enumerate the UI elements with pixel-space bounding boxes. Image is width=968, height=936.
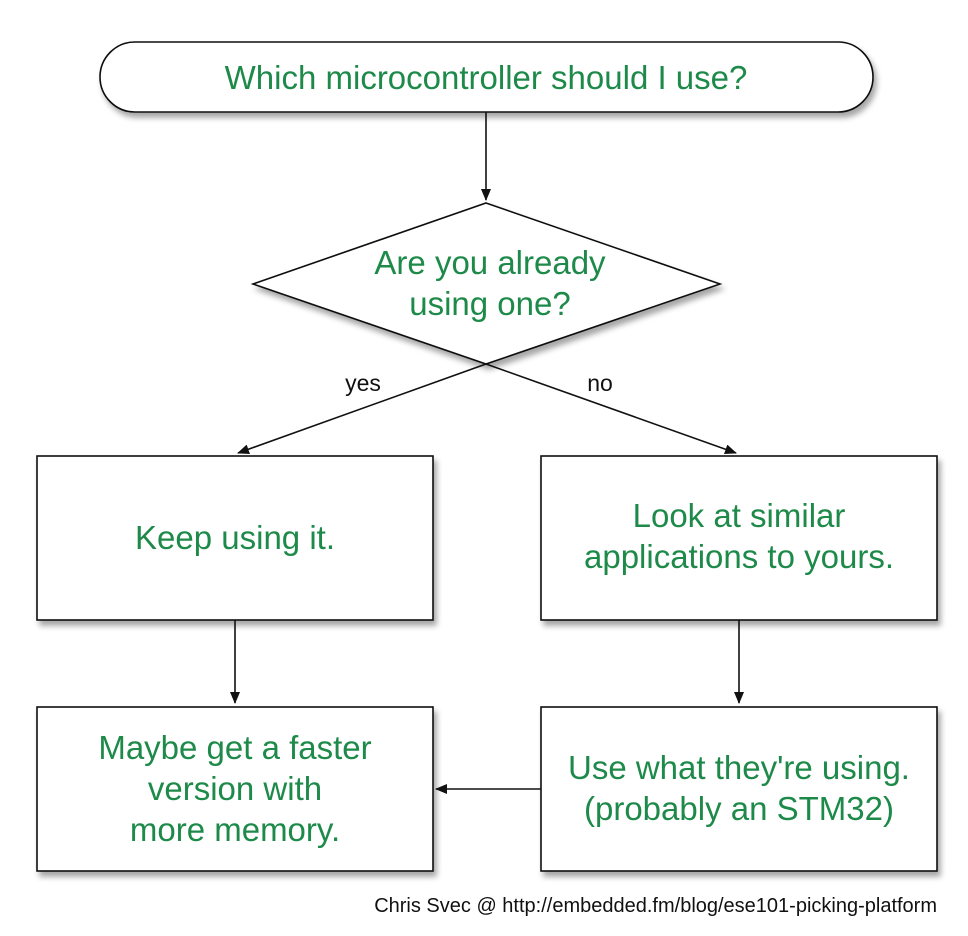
edge-yes: [237, 363, 487, 454]
credit-text: Chris Svec @ http://embedded.fm/blog/ese…: [374, 895, 937, 917]
faster-version-text-line-1: Maybe get a faster: [98, 729, 371, 766]
start-node-text: Which microcontroller should I use?: [225, 59, 748, 96]
keep-using-text: Keep using it.: [135, 519, 335, 556]
start-node: Which microcontroller should I use?: [99, 41, 874, 113]
use-theirs-text-line-1: Use what they're using.: [568, 749, 910, 786]
use-theirs-text-line-2: (probably an STM32): [584, 790, 894, 827]
decision-node: Are you already using one?: [250, 202, 723, 365]
look-similar-node: Look at similar applications to yours.: [540, 455, 938, 621]
faster-version-text-line-2: version with: [148, 770, 322, 807]
edge-yes-label: yes: [345, 370, 381, 396]
look-similar-text-line-2: applications to yours.: [584, 538, 894, 575]
faster-version-text-line-3: more memory.: [130, 811, 340, 848]
edge-no-label: no: [587, 370, 613, 396]
decision-text-line-1: Are you already: [374, 244, 606, 281]
look-similar-text-line-1: Look at similar: [633, 497, 846, 534]
keep-using-node: Keep using it.: [36, 455, 434, 621]
decision-text-line-2: using one?: [409, 285, 570, 322]
faster-version-node: Maybe get a faster version with more mem…: [36, 706, 434, 872]
use-theirs-node: Use what they're using. (probably an STM…: [540, 706, 938, 872]
edge-no: [485, 363, 737, 455]
